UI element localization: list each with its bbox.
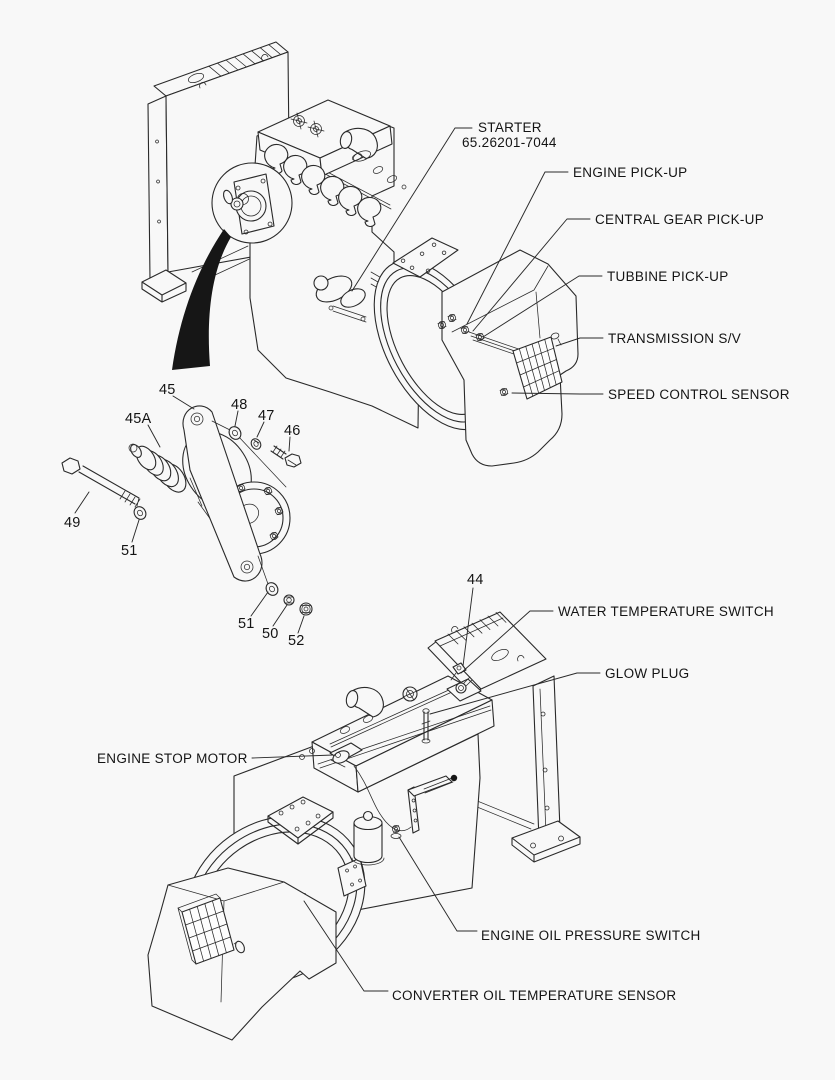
converter-housing-block xyxy=(147,867,337,1041)
leader-51-rear xyxy=(250,591,269,617)
part-number-44: 44 xyxy=(467,572,484,588)
leader-engine-stop-motor xyxy=(251,754,334,759)
label-starter-part-no: 65.26201-7044 xyxy=(462,135,557,150)
part-number-47: 47 xyxy=(258,408,275,424)
filler-cap xyxy=(187,72,205,84)
leader-engine-oil-pressure-switch xyxy=(398,836,478,932)
control-bracket xyxy=(407,774,458,834)
radiator-clips xyxy=(199,54,269,89)
part-number-48: 48 xyxy=(231,397,248,413)
glow-plug-part xyxy=(421,708,431,744)
deck-ports xyxy=(351,153,407,190)
radiator-hatching-bottom xyxy=(447,612,507,645)
engine-stop-motor-part xyxy=(329,742,363,768)
top-engine-assembly: STARTER 65.26201-7044 ENGINE PICK-UP CEN… xyxy=(141,41,790,467)
stop-motor-cable xyxy=(353,765,412,832)
label-central-gear-pickup: CENTRAL GEAR PICK-UP xyxy=(595,212,764,227)
leader-central-gear-pickup xyxy=(472,218,591,332)
leader-48 xyxy=(234,410,239,427)
detail-arrow xyxy=(172,229,231,370)
engine-mount-plate xyxy=(267,796,334,845)
leader-45 xyxy=(172,395,195,410)
intake-elbow xyxy=(345,686,384,718)
oil-cooler-grid xyxy=(512,332,563,400)
starter-motor xyxy=(313,275,367,323)
label-engine-pickup: ENGINE PICK-UP xyxy=(573,165,687,180)
leader-51-front xyxy=(131,519,140,543)
washer-51-front xyxy=(131,503,149,523)
part-number-52: 52 xyxy=(288,633,305,649)
side-pad xyxy=(337,857,367,897)
lock-washer-47 xyxy=(250,438,262,450)
label-speed-control-sensor: SPEED CONTROL SENSOR xyxy=(608,387,790,402)
leader-water-temperature-switch xyxy=(460,610,554,674)
leader-transmission-sv xyxy=(555,337,604,347)
leader-tubbine-pickup xyxy=(482,275,603,338)
leader-speed-control-sensor xyxy=(511,392,604,395)
transmission-housing xyxy=(437,249,579,467)
housing-cooler-grid xyxy=(177,893,245,965)
part-number-45a: 45A xyxy=(125,411,152,427)
support-foot xyxy=(511,820,581,856)
radiator-foot xyxy=(141,269,187,296)
detail-callout-circle xyxy=(211,162,293,244)
label-glow-plug: GLOW PLUG xyxy=(605,666,689,681)
label-converter-oil-temperature-sensor: CONVERTER OIL TEMPERATURE SENSOR xyxy=(392,988,676,1003)
leader-44 xyxy=(462,587,474,667)
nut-52 xyxy=(299,602,313,616)
nut-50 xyxy=(283,594,295,606)
bolt-46 xyxy=(270,445,302,468)
leader-45a xyxy=(147,424,161,448)
leader-50 xyxy=(272,604,288,627)
leader-49 xyxy=(74,491,90,514)
label-water-temperature-switch: WATER TEMPERATURE SWITCH xyxy=(558,604,774,619)
exhaust-manifold-loops xyxy=(264,143,382,227)
alternator-exploded-view: 45 45A 48 47 46 49 51 51 50 52 xyxy=(61,382,313,649)
leader-52 xyxy=(297,615,305,634)
leader-converter-oil-temperature-sensor xyxy=(303,900,389,992)
leader-46 xyxy=(288,436,291,452)
label-tubbine-pickup: TUBBINE PICK-UP xyxy=(607,269,729,284)
bottom-engine-assembly: 44 WATER TEMPERATURE SWITCH GLOW PLUG EN… xyxy=(97,572,774,1041)
part-number-51-rear: 51 xyxy=(238,616,255,632)
label-starter: STARTER xyxy=(478,120,542,135)
engine-block-bottom-view xyxy=(233,662,495,917)
part-number-51-front: 51 xyxy=(121,543,138,559)
leader-47 xyxy=(256,421,265,438)
oil-filter xyxy=(351,810,385,866)
pulley-45a xyxy=(128,443,187,493)
part-number-50: 50 xyxy=(262,626,279,642)
radiator-hatching xyxy=(208,44,282,77)
part-number-49: 49 xyxy=(64,515,81,531)
part-number-46: 46 xyxy=(284,423,301,439)
thermostat-housing xyxy=(446,676,482,702)
radiator-clips-bottom xyxy=(451,626,525,662)
breather-cap xyxy=(402,686,418,702)
label-transmission-sv: TRANSMISSION S/V xyxy=(608,331,741,346)
mounting-bracket-45 xyxy=(182,405,263,582)
adapter-plate xyxy=(392,237,459,278)
leader-engine-pickup xyxy=(466,171,569,325)
radiator-support-post xyxy=(532,675,561,841)
oil-filler-caps xyxy=(290,112,325,138)
leader-starter xyxy=(351,127,473,292)
label-engine-stop-motor: ENGINE STOP MOTOR xyxy=(97,751,248,766)
bolt-49 xyxy=(61,457,141,508)
exhaust-elbow xyxy=(339,127,378,162)
engine-oil-pressure-switch-part xyxy=(390,824,402,839)
label-engine-oil-pressure-switch: ENGINE OIL PRESSURE SWITCH xyxy=(481,928,701,943)
fuel-rail xyxy=(329,683,464,748)
part-number-45: 45 xyxy=(159,382,176,398)
leader-glow-plug xyxy=(429,672,601,715)
